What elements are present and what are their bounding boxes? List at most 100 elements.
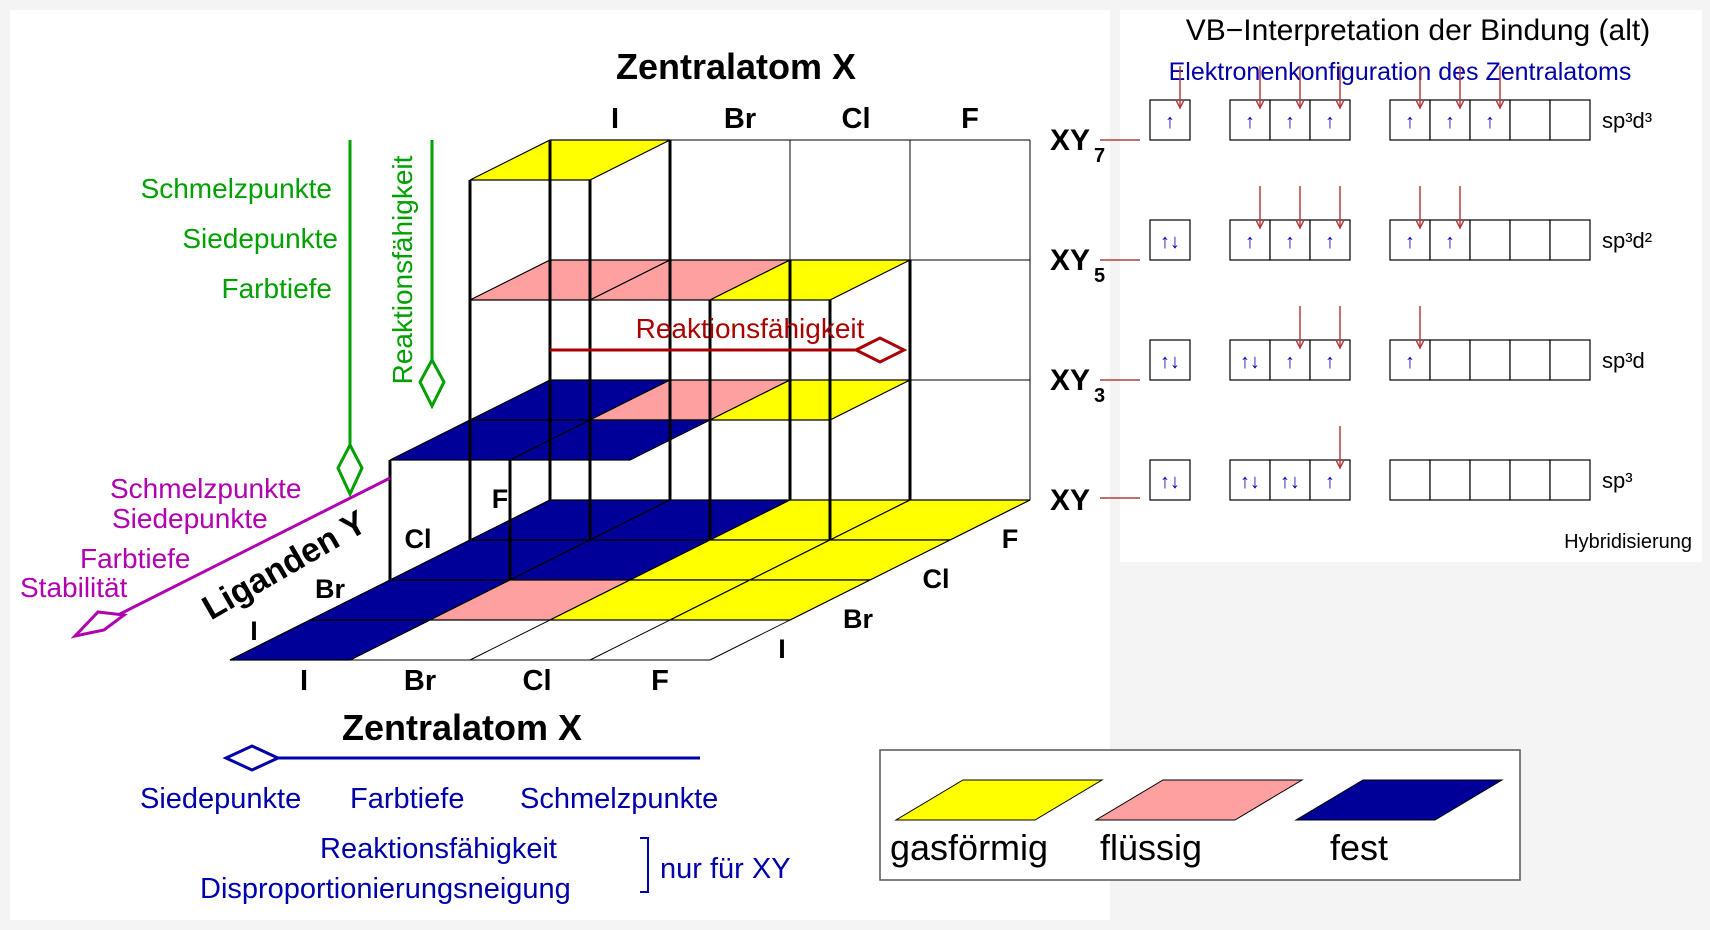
phase-cell-xy (669, 579, 871, 621)
legend: gasförmig flüssig fest (879, 749, 1521, 881)
bond-arrow-head (1335, 99, 1345, 110)
svg-text:XY: XY (1050, 244, 1090, 277)
depth-label-br: Br (843, 604, 873, 634)
svg-text:Farbtiefe: Farbtiefe (350, 783, 464, 815)
electron-spin: ↑↓ (1240, 351, 1260, 373)
electron-spin: ↑ (1245, 111, 1255, 133)
bottom-col-label-br: Br (404, 665, 436, 697)
orbital-p-box (1269, 99, 1311, 141)
electron-spin: ↑ (1325, 471, 1335, 493)
depth-label-cl: Cl (923, 564, 950, 594)
bottom-col-label-i: I (300, 665, 308, 697)
electron-spin: ↑ (1445, 231, 1455, 253)
red-arrow-head (852, 336, 908, 364)
orbital-d-box (1389, 219, 1431, 261)
svg-text:XY: XY (1050, 364, 1090, 397)
vb-title: VB−Interpretation der Bindung (alt) (1186, 14, 1650, 47)
vb-row: ↑↑↑↑↑↑↑sp³d³ (1149, 99, 1652, 141)
phase-grid-3d: Reaktionsfähigkeit (229, 139, 1031, 661)
hybridisation-label: sp³d (1602, 348, 1645, 373)
electron-spin: ↑ (1165, 111, 1175, 133)
bond-arrow-head (1335, 339, 1345, 350)
hybridisation-label: sp³d² (1602, 228, 1652, 253)
vb-interpretation: VB−Interpretation der Bindung (alt) Elek… (1100, 14, 1692, 553)
orbital-s-box (1149, 459, 1191, 501)
row-label-xy5: XY 5 (1050, 244, 1105, 287)
top-axis-title: Zentralatom X (616, 46, 856, 87)
bond-arrow-head (1335, 219, 1345, 230)
ligand-label-cl: Cl (405, 524, 432, 554)
svg-text:Stabilität: Stabilität (20, 572, 128, 603)
red-reactivity-label: Reaktionsfähigkeit (636, 313, 865, 344)
orbital-p-box (1269, 219, 1311, 261)
orbital-d-box (1469, 99, 1511, 141)
bottom-col-label-f: F (651, 665, 669, 697)
orbital-d-box (1509, 99, 1551, 141)
orbital-d-box (1549, 219, 1591, 261)
bond-arrow-head (1415, 339, 1425, 350)
orbital-p-box (1229, 459, 1271, 501)
electron-spin: ↑ (1325, 111, 1335, 133)
orbital-d-box (1389, 99, 1431, 141)
electron-spin: ↑ (1325, 231, 1335, 253)
red-reactivity-arrow: Reaktionsfähigkeit (550, 313, 908, 364)
svg-text:Disproportionierungsneigung: Disproportionierungsneigung (200, 873, 571, 905)
bond-arrow-head (1175, 99, 1185, 110)
green-arrow-head-left (336, 441, 364, 498)
ligand-label-f: F (492, 484, 509, 514)
svg-text:Siedepunkte: Siedepunkte (182, 223, 338, 254)
orbital-s-box (1149, 219, 1191, 261)
bond-arrow-head (1495, 99, 1505, 110)
bottom-col-label-cl: Cl (523, 665, 552, 697)
orbital-d-box (1429, 339, 1471, 381)
electron-spin: ↑↓ (1160, 351, 1180, 373)
orbital-d-box (1549, 339, 1591, 381)
svg-text:Farbtiefe: Farbtiefe (222, 273, 333, 304)
svg-text:XY: XY (1050, 124, 1090, 157)
orbital-d-box (1469, 459, 1511, 501)
top-col-label-br: Br (724, 103, 756, 135)
orbital-p-box (1269, 459, 1311, 501)
electron-spin: ↑ (1405, 351, 1415, 373)
ligand-label-br: Br (315, 574, 345, 604)
vb-footer: Hybridisierung (1564, 531, 1692, 553)
orbital-s-box (1149, 339, 1191, 381)
bond-arrow-head (1255, 219, 1265, 230)
svg-text:3: 3 (1094, 385, 1105, 407)
top-col-label-f: F (961, 103, 979, 135)
orbital-d-box (1389, 339, 1431, 381)
orbital-p-box (1309, 459, 1351, 501)
purple-annotation: Schmelzpunkte Siedepunkte Farbtiefe Stab… (20, 473, 391, 639)
electron-spin: ↑↓ (1280, 471, 1300, 493)
vb-row: ↑↓↑↓↑↓↑sp³ (1149, 459, 1633, 501)
bond-arrow-head (1295, 99, 1305, 110)
ligand-label-i: I (250, 616, 258, 646)
bond-arrow-head (1455, 219, 1465, 230)
svg-text:Farbtiefe: Farbtiefe (80, 543, 191, 574)
vb-row: ↑↓↑↑↑↑↑sp³d² (1149, 219, 1652, 261)
orbital-d-box (1429, 219, 1471, 261)
electron-spin: ↑↓ (1160, 231, 1180, 253)
legend-label-solid: fest (1330, 827, 1388, 868)
row-label-xy7: XY 7 (1050, 124, 1105, 167)
hybridisation-label: sp³ (1602, 468, 1633, 493)
blue-arrow-head (222, 744, 282, 772)
orbital-d-box (1469, 339, 1511, 381)
depth-label-f: F (1002, 524, 1019, 554)
orbital-p-box (1309, 219, 1351, 261)
green-arrow-head-right (418, 356, 446, 410)
green-annotation: Schmelzpunkte Siedepunkte Farbtiefe Reak… (141, 140, 446, 498)
orbital-d-box (1549, 99, 1591, 141)
svg-text:5: 5 (1094, 265, 1105, 287)
svg-text:Siedepunkte: Siedepunkte (112, 503, 268, 534)
svg-text:Schmelzpunkte: Schmelzpunkte (110, 473, 301, 504)
bond-arrow-head (1415, 99, 1425, 110)
orbital-s-box (1149, 99, 1191, 141)
electron-spin: ↑ (1245, 231, 1255, 253)
svg-text:nur für XY: nur für XY (660, 853, 791, 885)
orbital-d-box (1549, 459, 1591, 501)
legend-swatch-liquid (1094, 779, 1304, 821)
svg-text:Schmelzpunkte: Schmelzpunkte (141, 173, 332, 204)
orbital-d-box (1509, 339, 1551, 381)
